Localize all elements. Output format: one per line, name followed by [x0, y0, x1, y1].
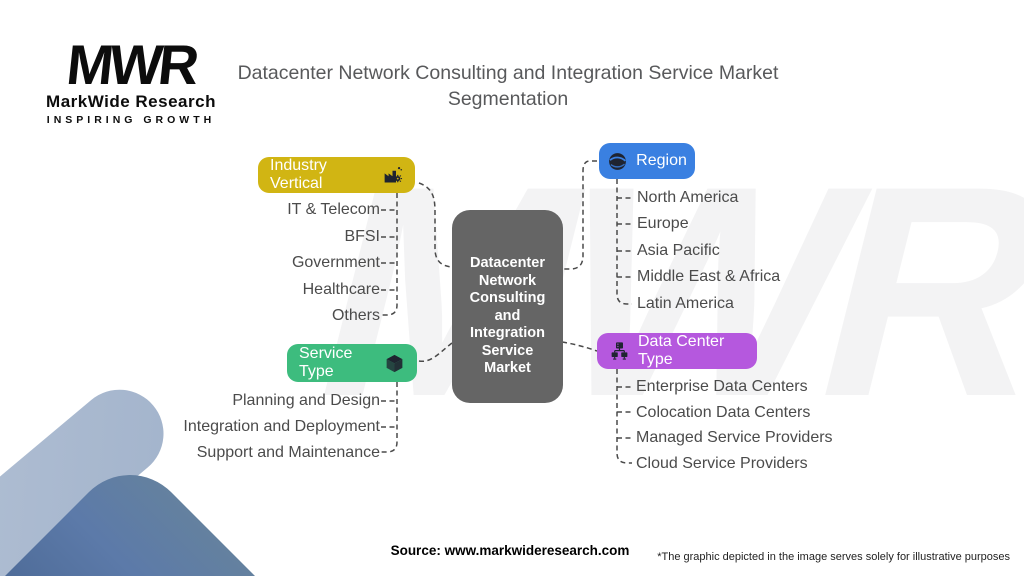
item-others: Others — [331, 307, 380, 325]
item-enterprise-dc: Enterprise Data Centers — [636, 378, 808, 395]
badge-region-label: Region — [636, 152, 687, 169]
region-items: North America Europe Asia Pacific Middle… — [637, 185, 917, 317]
item-asia-pacific: Asia Pacific — [637, 241, 720, 259]
logo-tagline: INSPIRING GROWTH — [46, 114, 216, 126]
item-managed-sp: Managed Service Providers — [636, 429, 833, 447]
item-planning-design: Planning and Design — [232, 392, 380, 409]
item-support-maintenance: Support and Maintenance — [196, 444, 380, 461]
service-type-items: Planning and Design Integration and Depl… — [80, 388, 380, 466]
connector-service-spine — [381, 382, 398, 453]
connector-industry-to-box — [418, 182, 453, 268]
disclaimer-text: *The graphic depicted in the image serve… — [657, 551, 1010, 563]
connector-datacenter-to-box — [561, 341, 598, 352]
connector-region-to-box — [562, 160, 597, 270]
item-it-telecom: IT & Telecom — [287, 201, 380, 218]
network-icon — [609, 341, 630, 362]
item-healthcare: Healthcare — [302, 280, 380, 298]
connector-service-stubs — [381, 400, 397, 428]
central-market-label: Datacenter Network Consulting and Integr… — [469, 255, 546, 376]
markwide-logo: MWR MarkWide Research INSPIRING GROWTH — [36, 33, 226, 126]
badge-region: Region — [599, 143, 695, 179]
badge-service-type: Service Type — [287, 344, 417, 382]
globe-icon — [607, 151, 628, 172]
badge-data-center-type: Data Center Type — [597, 333, 757, 369]
item-europe: Europe — [637, 215, 689, 233]
source-text: Source: www.markwideresearch.com — [390, 543, 630, 558]
item-government: Government — [291, 254, 380, 272]
badge-data-center-type-label: Data Center Type — [638, 333, 725, 368]
badge-industry-vertical: Industry Vertical — [258, 157, 415, 193]
logo-monogram: MWR — [63, 33, 199, 96]
item-north-america: North America — [637, 189, 739, 206]
connector-region-spine — [616, 179, 632, 305]
item-bfsi: BFSI — [344, 227, 380, 245]
item-middle-east-africa: Middle East & Africa — [637, 268, 781, 286]
item-colocation-dc: Colocation Data Centers — [636, 403, 811, 421]
page-title: Datacenter Network Consulting and Integr… — [237, 62, 779, 111]
item-latin-america: Latin America — [637, 294, 734, 312]
badge-industry-vertical-label: Industry Vertical — [270, 157, 327, 192]
data-center-type-items: Enterprise Data Centers Colocation Data … — [636, 374, 936, 476]
badge-service-type-label: Service Type — [299, 345, 353, 380]
factory-icon — [382, 165, 403, 186]
connector-industry-stubs — [381, 209, 397, 291]
connector-region-stubs — [617, 197, 632, 278]
connector-datacenter-spine — [616, 369, 632, 464]
item-cloud-sp: Cloud Service Providers — [636, 454, 808, 472]
central-market-box: Datacenter Network Consulting and Integr… — [452, 210, 563, 403]
connector-service-to-box — [418, 342, 453, 363]
item-integration-deployment: Integration and Deployment — [183, 418, 380, 435]
connector-industry-spine — [381, 193, 398, 316]
connector-datacenter-stubs — [617, 386, 632, 439]
cube-icon — [384, 353, 405, 374]
logo-company-name: MarkWide Research — [46, 92, 216, 111]
industry-vertical-items: IT & Telecom BFSI Government Healthcare … — [100, 197, 380, 330]
